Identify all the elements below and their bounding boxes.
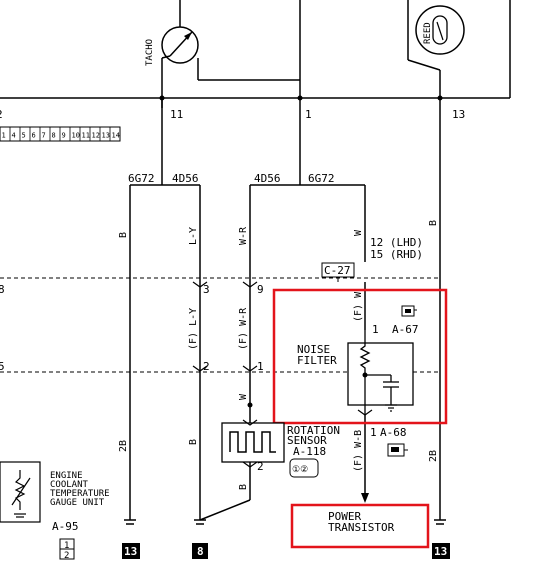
wire-color-w3: W-R xyxy=(238,226,249,245)
a68-connector-icon xyxy=(387,443,408,457)
strip-cell-label: 14 xyxy=(112,132,120,140)
a68-pin: 1 xyxy=(370,426,377,439)
strip-cell-label: 7 xyxy=(42,132,46,140)
ground-label-13-right: 13 xyxy=(434,545,447,558)
arrow-head xyxy=(361,493,369,503)
c27-pin-rhd: 15 (RHD) xyxy=(370,248,423,261)
pin-1-top: 1 xyxy=(305,108,312,121)
strip-cell-label: 13 xyxy=(102,132,110,140)
strip-cell-label: 5 xyxy=(22,132,26,140)
power-transistor-highlight xyxy=(290,503,430,549)
wire-color-w3-low-b: B xyxy=(238,484,249,490)
rotation-sensor-label-line1: ROTATION xyxy=(287,424,340,437)
wire-color-w5-low: 2B xyxy=(428,450,439,462)
wire-color-w4-low: (F) W-B xyxy=(353,430,364,472)
junction-dots xyxy=(159,95,443,408)
a67-pin: 1 xyxy=(372,323,379,336)
gauge-label-line1: ENGINE xyxy=(50,471,83,481)
pin-2-edge: 2 xyxy=(0,108,3,121)
wire-color-w3-low-a: W xyxy=(238,393,249,400)
a118-symbol: ①② xyxy=(292,465,308,475)
a95-symbol-bottom: 2 xyxy=(64,551,69,561)
wire-color-w3-f: (F) W-R xyxy=(238,307,249,350)
engine-label-6g72-right: 6G72 xyxy=(308,172,335,185)
strip-cell-label: 6 xyxy=(32,132,36,140)
ground-label-boxes xyxy=(122,543,450,559)
wire-color-w2-f: (F) L-Y xyxy=(188,308,199,350)
power-transistor-label-line2: TRANSISTOR xyxy=(328,521,395,534)
pin-9: 9 xyxy=(257,283,264,296)
power-transistor-label-line1: POWER xyxy=(328,510,361,523)
wire-color-w1: B xyxy=(118,232,129,238)
strip-cell-label: 4 xyxy=(12,132,16,140)
noise-filter xyxy=(347,330,414,416)
a95-symbol-top: 1 xyxy=(64,541,69,551)
strip-cell-label: 10 xyxy=(72,132,80,140)
wire-color-w5: B xyxy=(428,220,439,226)
a95-label: A-95 xyxy=(52,520,79,533)
pin-3: 3 xyxy=(203,283,210,296)
ground-symbols xyxy=(124,519,446,525)
strip-cell-label: 9 xyxy=(62,132,66,140)
engine-label-4d56-left: 4D56 xyxy=(172,172,199,185)
engine-label-4d56-right: 4D56 xyxy=(254,172,281,185)
strip-cell-label: 1 xyxy=(2,132,6,140)
tacho-meter: TACHO xyxy=(145,26,199,108)
a68-label: A-68 xyxy=(380,426,407,439)
a95-connector-icon: 1 2 xyxy=(59,538,75,561)
pin-11: 11 xyxy=(170,108,183,121)
a118-connector-icon: ①② xyxy=(289,458,319,478)
pin-13-top: 13 xyxy=(452,108,465,121)
noise-filter-label-line2: FILTER xyxy=(297,354,337,367)
reed-label: REED xyxy=(423,22,433,44)
c27-pin-lhd: 12 (LHD) xyxy=(370,236,423,249)
noise-filter-label-line1: NOISE xyxy=(297,343,330,356)
gauge-label-line2: COOLANT xyxy=(50,480,89,490)
strip-cell-label: 12 xyxy=(92,132,100,140)
reed-switch: REED xyxy=(415,5,465,55)
c27-label: C-27 xyxy=(324,264,351,277)
a118-label: A-118 xyxy=(293,445,326,458)
strip-cell-label: 8 xyxy=(52,132,56,140)
ground-label-13-left: 13 xyxy=(124,545,137,558)
gauge-label-line4: GAUGE UNIT xyxy=(50,498,105,508)
wire-color-w1-low: 2B xyxy=(118,440,129,452)
gauge-label-line3: TEMPERATURE xyxy=(50,489,110,499)
noise-filter-highlight xyxy=(272,288,448,425)
pin-1-lower: 1 xyxy=(257,360,264,373)
strip-cell-label: 11 xyxy=(82,132,90,140)
wire-color-w2: L-Y xyxy=(188,227,199,245)
rotation-sensor xyxy=(221,419,285,468)
a67-label: A-67 xyxy=(392,323,419,336)
edge-pin-8: 8 xyxy=(0,283,5,296)
ground-label-8: 8 xyxy=(197,545,204,558)
engine-label-6g72-left: 6G72 xyxy=(128,172,155,185)
engine-gauge-unit xyxy=(0,461,41,523)
wire-color-w4-f: (F) W xyxy=(353,291,364,322)
wire-color-w4: W xyxy=(353,229,364,236)
a67-connector-icon xyxy=(401,305,417,317)
rot-sensor-pin: 2 xyxy=(257,460,264,473)
wire-color-w2-low: B xyxy=(188,439,199,445)
tacho-label: TACHO xyxy=(145,39,155,66)
pin-arcs xyxy=(192,281,258,372)
top-frame xyxy=(0,0,511,99)
rotation-sensor-label-line2: SENSOR xyxy=(287,434,327,447)
c27-connector: 12 (LHD) 15 (RHD) C-27 xyxy=(321,236,423,282)
edge-pin-5: 5 xyxy=(0,360,5,373)
